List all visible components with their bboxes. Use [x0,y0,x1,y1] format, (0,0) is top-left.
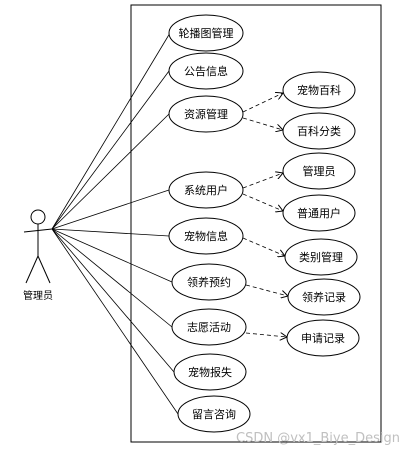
sub-case-category-mgmt[interactable]: 类别管理 [284,238,358,276]
use-case-adoption-booking[interactable]: 领养预约 [171,263,247,301]
include-line-apply-record [245,333,287,337]
assoc-line-pet-lost [51,228,175,373]
use-case-banner[interactable]: 轮播图管理 [168,14,244,52]
use-case-resource[interactable]: 资源管理 [168,95,244,133]
sub-case-label: 领养记录 [302,290,346,304]
use-case-message[interactable]: 留言咨询 [177,395,251,433]
sub-case-pet-wiki[interactable]: 宠物百科 [282,71,356,109]
sub-case-wiki-category[interactable]: 百科分类 [282,112,356,150]
include-line-normal-user [242,193,283,211]
sub-case-label: 普通用户 [297,206,341,220]
assoc-line-system-user [51,189,170,230]
use-case-notice[interactable]: 公告信息 [168,52,244,90]
use-case-system-user[interactable]: 系统用户 [168,171,244,209]
sub-case-label: 宠物百科 [297,83,341,97]
use-case-volunteer[interactable]: 志愿活动 [171,308,247,346]
use-case-label: 志愿活动 [187,321,231,334]
include-line-admin [242,173,283,189]
sub-case-adoption-record[interactable]: 领养记录 [287,278,361,316]
system-boundary [130,4,382,443]
use-case-label: 系统用户 [184,183,228,197]
assoc-line-notice [51,70,170,230]
assoc-line-volunteer [51,228,173,328]
watermark: CSDN @vx1_Biye_Design [236,431,400,446]
use-case-label: 资源管理 [184,107,228,121]
use-case-label: 留言咨询 [192,407,236,421]
sub-case-label: 申请记录 [301,332,345,345]
use-case-label: 宠物报失 [188,365,232,379]
actor-label: 管理员 [23,289,53,302]
assoc-line-adoption-booking [51,228,173,283]
use-case-label: 领养预约 [187,275,231,289]
include-lines [242,93,288,337]
actor-arms [23,228,53,233]
association-lines [51,32,179,415]
use-case-pet-info[interactable]: 宠物信息 [168,217,244,255]
actor-head [30,209,46,225]
use-case-label: 轮播图管理 [179,26,234,40]
actor-left-leg [25,255,39,284]
assoc-line-resource [51,113,170,230]
include-line-pet-wiki [242,93,283,113]
include-line-category-mgmt [242,237,285,256]
assoc-line-message [51,228,179,415]
include-line-adoption-record [245,284,288,296]
use-case-label: 宠物信息 [184,229,228,243]
sub-case-label: 类别管理 [299,250,343,264]
sub-case-normal-user[interactable]: 普通用户 [282,194,356,232]
sub-case-label: 百科分类 [297,124,341,138]
assoc-line-pet-info [51,228,170,237]
sub-case-admin[interactable]: 管理员 [282,152,356,190]
include-line-wiki-category [242,117,283,130]
use-case-label: 公告信息 [184,64,228,78]
sub-case-apply-record[interactable]: 申请记录 [286,319,360,357]
use-case-pet-lost[interactable]: 宠物报失 [173,353,247,391]
sub-case-label: 管理员 [303,164,336,178]
actor-stick-figure-icon [23,209,53,284]
actor-right-leg [37,255,51,284]
assoc-line-banner [51,32,171,230]
